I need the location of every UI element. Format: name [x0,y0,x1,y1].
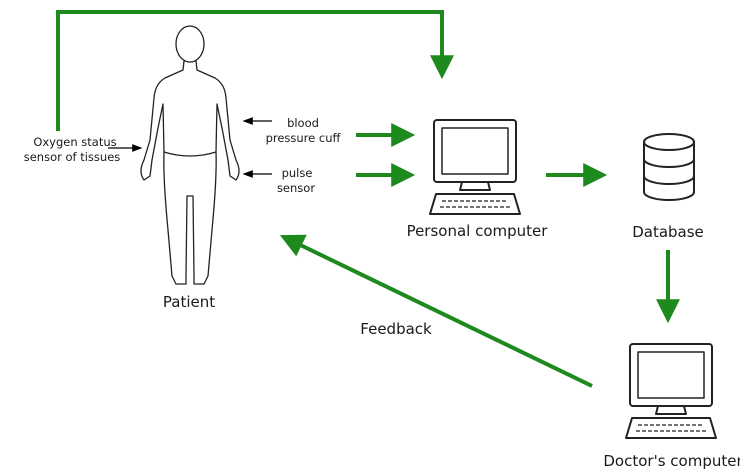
svg-text:sensor: sensor [277,181,315,195]
doctors-computer-icon [625,343,717,439]
personal-computer-icon [429,119,521,215]
blood-pressure-cuff-label: blood pressure cuff [266,116,342,145]
svg-text:blood: blood [287,116,319,130]
database-label: Database [632,223,704,241]
patient-label: Patient [163,293,215,311]
svg-text:pulse: pulse [282,166,313,180]
oxygen-sensor-label: Oxygen status sensor of tissues [24,135,121,164]
svg-text:pressure cuff: pressure cuff [266,131,342,145]
oxygen-to-computer-arrow [56,10,454,131]
svg-text:Oxygen status: Oxygen status [33,135,116,149]
pulse-sensor-label: pulse sensor [277,166,315,195]
svg-text:sensor of tissues: sensor of tissues [24,150,121,164]
database-icon [643,133,695,201]
feedback-arrow [279,234,593,388]
personal-computer-label: Personal computer [407,222,549,240]
doctors-computer-label: Doctor's computer [603,452,740,470]
feedback-label: Feedback [360,320,432,338]
patient-figure-icon [140,25,240,285]
